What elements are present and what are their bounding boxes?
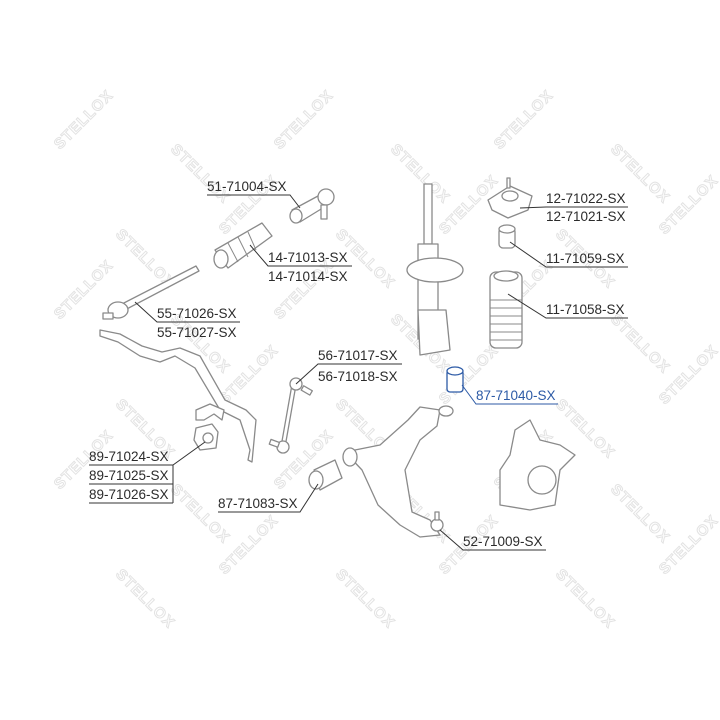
- watermark-text: STELLOX: [216, 342, 282, 408]
- part-number-label[interactable]: 55-71027-SX: [157, 325, 237, 340]
- part-number-label[interactable]: 55-71026-SX: [157, 306, 237, 321]
- part-number-label[interactable]: 89-71026-SX: [89, 487, 169, 502]
- watermark-text: STELLOX: [491, 87, 557, 153]
- part-number-label[interactable]: 12-71021-SX: [546, 209, 626, 224]
- tie-rod-end-drawing[interactable]: [289, 188, 335, 224]
- steering-knuckle-drawing[interactable]: [499, 419, 576, 511]
- part-number-label[interactable]: 52-71009-SX: [463, 534, 543, 549]
- strut-drawing[interactable]: [406, 183, 464, 356]
- watermark-text: STELLOX: [332, 566, 398, 632]
- part-labels: 51-71004-SX 14-71013-SX 14-71014-SX 55-7…: [89, 179, 626, 549]
- watermark-text: STELLOX: [167, 141, 233, 207]
- stabilizer-bushing-drawing[interactable]: [193, 423, 219, 451]
- ball-joint-drawing[interactable]: [430, 511, 444, 532]
- watermark-text: STELLOX: [607, 481, 673, 547]
- watermark-text: STELLOX: [51, 87, 117, 153]
- part-number-label[interactable]: 51-71004-SX: [207, 179, 287, 194]
- bump-stop-drawing[interactable]: [498, 224, 516, 249]
- part-number-label[interactable]: 56-71017-SX: [318, 348, 398, 363]
- part-number-label[interactable]: 11-71059-SX: [546, 251, 625, 266]
- dust-boot-drawing[interactable]: [489, 270, 523, 349]
- watermark-text: STELLOX: [387, 141, 453, 207]
- watermark-text: STELLOX: [552, 566, 618, 632]
- watermark-text: STELLOX: [656, 342, 720, 408]
- watermark-text: STELLOX: [271, 87, 337, 153]
- front-bushing-drawing[interactable]: [308, 459, 343, 491]
- tie-rod-drawing[interactable]: [102, 265, 200, 320]
- watermark-text: STELLOX: [271, 257, 337, 323]
- rear-bushing-drawing[interactable]: [446, 366, 464, 393]
- steering-boot-drawing[interactable]: [213, 222, 273, 269]
- watermark-text: STELLOX: [656, 172, 720, 238]
- stabilizer-link-drawing[interactable]: [268, 377, 313, 454]
- part-number-label[interactable]: 11-71058-SX: [546, 302, 625, 317]
- watermark-text: STELLOX: [656, 512, 720, 578]
- watermark-text: STELLOX: [216, 512, 282, 578]
- watermark-text: STELLOX: [167, 481, 233, 547]
- part-number-label[interactable]: 89-71025-SX: [89, 468, 169, 483]
- leader-lines: [89, 194, 628, 551]
- highlighted-part-number-label[interactable]: 87-71040-SX: [476, 388, 556, 403]
- stabilizer-bar-drawing[interactable]: [99, 329, 257, 463]
- part-number-label[interactable]: 14-71014-SX: [268, 269, 348, 284]
- part-number-label[interactable]: 89-71024-SX: [89, 449, 169, 464]
- control-arm-drawing[interactable]: [342, 405, 454, 538]
- part-number-label[interactable]: 12-71022-SX: [546, 191, 626, 206]
- watermark-text: STELLOX: [112, 566, 178, 632]
- part-number-label[interactable]: 56-71018-SX: [318, 369, 398, 384]
- strut-mount-drawing[interactable]: [487, 177, 533, 219]
- watermark-text: STELLOX: [607, 311, 673, 377]
- part-number-label[interactable]: 14-71013-SX: [268, 250, 348, 265]
- part-number-label[interactable]: 87-71083-SX: [218, 496, 298, 511]
